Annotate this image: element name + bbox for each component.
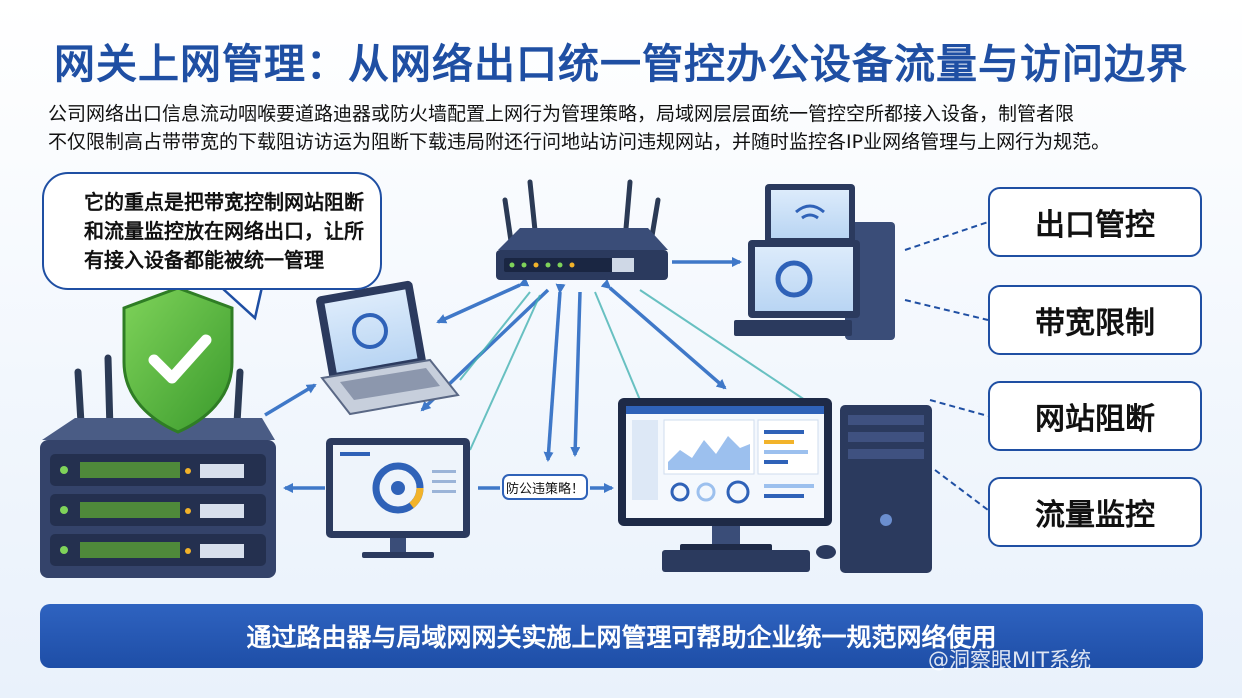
bubble-line-3: 有接入设备都能被统一管理 xyxy=(84,248,324,272)
bubble-line-1: 它的重点是把带宽控制网站阻断 xyxy=(84,190,364,214)
feature-bandwidth-limit: 带宽限制 xyxy=(988,285,1202,355)
speech-bubble: 它的重点是把带宽控制网站阻断 和流量监控放在网络出口，让所 有接入设备都能被统一… xyxy=(42,172,382,290)
router-icon xyxy=(496,179,668,280)
monitor-icon xyxy=(326,438,470,558)
desktop-computer-icon xyxy=(618,398,836,572)
intro-line-1: 公司网络出口信息流动咽喉要道路迪器或防火墙配置上网行为管理策略，局域网层层面统一… xyxy=(48,103,1075,125)
gateway-router-icon xyxy=(40,354,276,578)
feature-connectors xyxy=(904,221,989,511)
feature-exit-control: 出口管控 xyxy=(988,187,1202,257)
feature-traffic-monitoring: 流量监控 xyxy=(988,477,1202,547)
bubble-tail xyxy=(221,286,264,321)
watermark: @洞察眼MIT系统 xyxy=(928,648,1092,672)
laptop-icon xyxy=(316,280,460,416)
intro-line-2: 不仅限制高占带带宽的下载阻访访运为阻断下载违局附还行问地站访问违规网站，并随时监… xyxy=(48,131,1111,153)
intro-text: 公司网络出口信息流动咽喉要道路迪器或防火墙配置上网行为管理策略，局域网层层面统一… xyxy=(48,100,1208,156)
workstation-icon xyxy=(734,184,895,340)
data-flow-lines xyxy=(459,289,821,451)
feature-website-blocking: 网站阻断 xyxy=(988,381,1202,451)
bubble-line-2: 和流量监控放在网络出口，让所 xyxy=(84,219,364,243)
page-title: 网关上网管理：从网络出口统一管控办公设备流量与访问边界 xyxy=(54,40,1188,88)
shield-check-icon xyxy=(122,286,234,434)
summary-banner: 通过路由器与局域网网关实施上网管理可帮助企业统一规范网络使用 xyxy=(40,604,1203,668)
tower-pc-icon xyxy=(840,405,932,573)
policy-label: 防公违策略！ xyxy=(502,474,588,500)
